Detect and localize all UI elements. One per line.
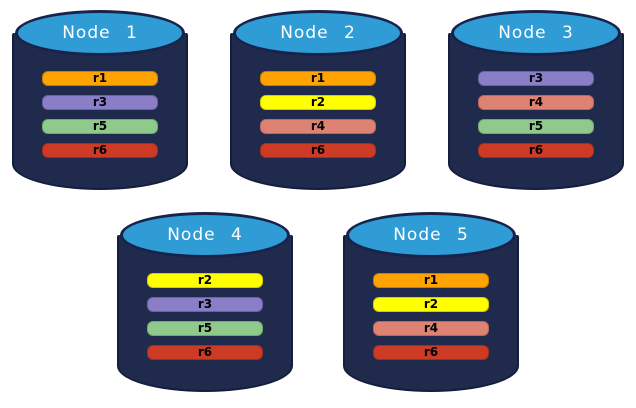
replica-bar: r6 [373, 345, 489, 360]
replica-bar: r4 [373, 321, 489, 336]
replica-list: r1 r3 r5 r6 [42, 71, 158, 158]
replica-bar: r5 [478, 119, 594, 134]
node-cylinder-3: Node 3 r3 r4 r5 r6 [448, 10, 624, 190]
node-title: Node 3 [498, 23, 574, 43]
cylinder-body [12, 33, 188, 190]
cylinder-body [117, 235, 293, 392]
replica-bar: r3 [478, 71, 594, 86]
replica-bar: r5 [147, 321, 263, 336]
node-row-bottom: Node 4 r2 r3 r5 r6 Node 5 r1 r2 r4 r6 [0, 212, 636, 392]
replica-bar: r3 [147, 297, 263, 312]
node-title: Node 1 [62, 23, 138, 43]
replica-bar: r4 [478, 95, 594, 110]
cylinder-top-ellipse: Node 3 [451, 10, 621, 56]
replica-bar: r6 [42, 143, 158, 158]
cylinder-body [230, 33, 406, 190]
replica-bar: r2 [147, 273, 263, 288]
cylinder-body [343, 235, 519, 392]
replica-bar: r6 [478, 143, 594, 158]
replica-bar: r1 [373, 273, 489, 288]
replica-bar: r2 [373, 297, 489, 312]
node-cylinder-1: Node 1 r1 r3 r5 r6 [12, 10, 188, 190]
cylinder-top-ellipse: Node 2 [233, 10, 403, 56]
replica-bar: r3 [42, 95, 158, 110]
replica-bar: r5 [42, 119, 158, 134]
replica-list: r2 r3 r5 r6 [147, 273, 263, 360]
replica-bar: r1 [260, 71, 376, 86]
replica-bar: r6 [260, 143, 376, 158]
replica-list: r3 r4 r5 r6 [478, 71, 594, 158]
cylinder-top-ellipse: Node 5 [346, 212, 516, 258]
replica-bar: r4 [260, 119, 376, 134]
cylinder-top-ellipse: Node 4 [120, 212, 290, 258]
replica-bar: r2 [260, 95, 376, 110]
node-title: Node 4 [167, 225, 243, 245]
replica-bar: r6 [147, 345, 263, 360]
replica-bar: r1 [42, 71, 158, 86]
node-title: Node 2 [280, 23, 356, 43]
node-row-top: Node 1 r1 r3 r5 r6 Node 2 r1 r2 r4 r6 [0, 0, 636, 190]
cylinder-top-ellipse: Node 1 [15, 10, 185, 56]
node-title: Node 5 [393, 225, 469, 245]
cylinder-body [448, 33, 624, 190]
replica-list: r1 r2 r4 r6 [373, 273, 489, 360]
node-cylinder-2: Node 2 r1 r2 r4 r6 [230, 10, 406, 190]
node-cylinder-5: Node 5 r1 r2 r4 r6 [343, 212, 519, 392]
replica-list: r1 r2 r4 r6 [260, 71, 376, 158]
node-cylinder-4: Node 4 r2 r3 r5 r6 [117, 212, 293, 392]
